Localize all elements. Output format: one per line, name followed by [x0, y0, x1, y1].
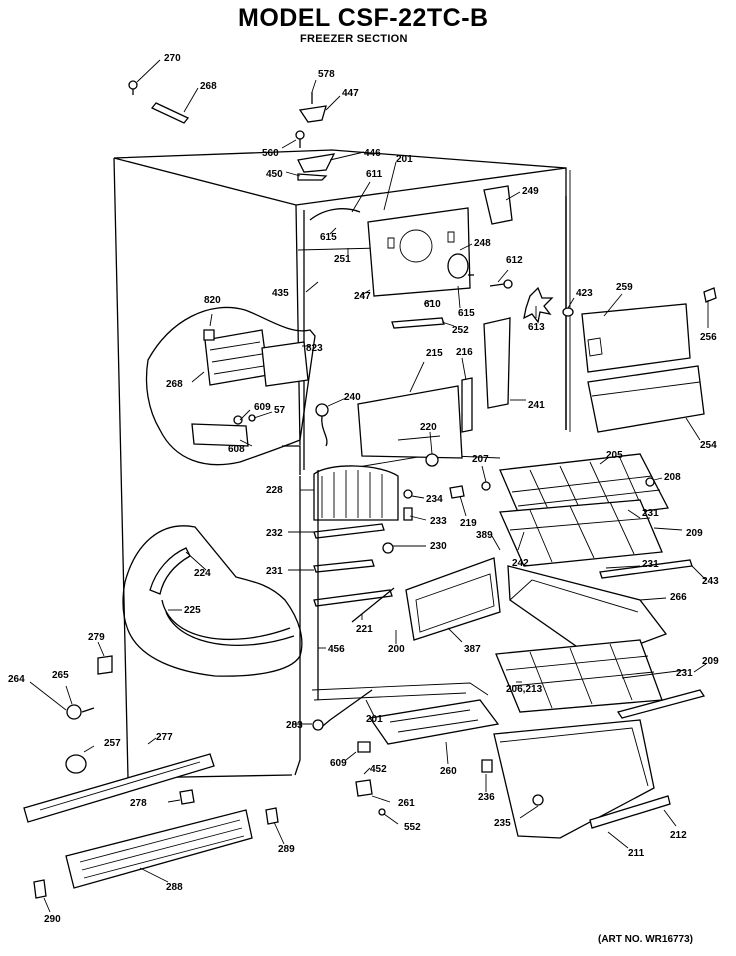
part-label: 279	[88, 632, 105, 643]
part-label: 247	[354, 291, 371, 302]
part-label: 288	[166, 882, 183, 893]
part-label: 220	[420, 422, 437, 433]
part-label: 205	[606, 450, 623, 461]
leader-lines	[29, 59, 709, 913]
part-label: 450	[266, 169, 283, 180]
part-label: 221	[356, 624, 373, 635]
part-label: 209	[702, 656, 719, 667]
part-label: 277	[156, 732, 173, 743]
part-label: 232	[266, 528, 283, 539]
cabinet-outline	[113, 149, 571, 779]
part-label: 243	[702, 576, 719, 587]
part-label: 57	[274, 405, 286, 416]
part-label: 270	[164, 53, 181, 64]
part-label: 201	[366, 714, 383, 725]
part-label: 206,213	[506, 684, 543, 695]
part-label: 452	[370, 764, 387, 775]
part-label: 289	[278, 844, 295, 855]
part-label: 446	[364, 148, 381, 159]
part-label: 266	[670, 592, 687, 603]
part-label: 231	[676, 668, 693, 679]
part-label: 456	[328, 644, 345, 655]
part-label: 290	[44, 914, 61, 925]
part-label: 387	[464, 644, 481, 655]
part-label: 613	[528, 322, 545, 333]
part-label: 201	[396, 154, 413, 165]
part-label: 283	[286, 720, 303, 731]
part-label: 609	[330, 758, 347, 769]
part-label: 265	[52, 670, 69, 681]
part-label: 389	[476, 530, 493, 541]
part-label: 268	[200, 81, 217, 92]
part-label: 230	[430, 541, 447, 552]
art-number: (ART NO. WR16773)	[598, 934, 694, 945]
part-label: 249	[522, 186, 539, 197]
part-label: 228	[266, 485, 283, 496]
part-label: 252	[452, 325, 469, 336]
part-label: 207	[472, 454, 489, 465]
part-label: 209	[686, 528, 703, 539]
part-label: 578	[318, 69, 335, 80]
section-subtitle: FREEZER SECTION	[300, 33, 408, 45]
part-label: 215	[426, 348, 443, 359]
control-assembly-callout	[145, 306, 316, 466]
drain-trough-callout	[122, 525, 303, 677]
part-label: 608	[228, 444, 245, 455]
part-number-labels: 270 268 578 447 560 446 450 611 201 249 615 251 248 6…	[8, 53, 719, 925]
part-label: 248	[474, 238, 491, 249]
part-label: 611	[366, 169, 383, 180]
part-label: 615	[458, 308, 475, 319]
part-label: 224	[194, 568, 211, 579]
part-label: 236	[478, 792, 495, 803]
part-label: 257	[104, 738, 121, 749]
part-label: 612	[506, 255, 523, 266]
part-label: 423	[576, 288, 593, 299]
part-label: 435	[272, 288, 289, 299]
part-label: 240	[344, 392, 361, 403]
part-label: 231	[642, 559, 659, 570]
part-label: 212	[670, 830, 687, 841]
part-label: 820	[204, 295, 221, 306]
part-label: 200	[388, 644, 405, 655]
part-label: 610	[424, 299, 441, 310]
part-label: 254	[700, 440, 717, 451]
part-label: 268	[166, 379, 183, 390]
part-label: 256	[700, 332, 717, 343]
part-label: 264	[8, 674, 25, 685]
part-label: 235	[494, 818, 511, 829]
part-label: 216	[456, 347, 473, 358]
model-title: MODEL CSF-22TC-B	[238, 4, 489, 32]
part-label: 278	[130, 798, 147, 809]
part-label: 233	[430, 516, 447, 527]
part-label: 447	[342, 88, 359, 99]
part-label: 552	[404, 822, 421, 833]
part-label: 241	[528, 400, 545, 411]
part-label: 208	[664, 472, 681, 483]
part-label: 560	[262, 148, 279, 159]
part-label: 225	[184, 605, 201, 616]
part-label: 261	[398, 798, 415, 809]
part-label: 211	[628, 848, 645, 859]
part-label: 615	[320, 232, 337, 243]
part-label: 609	[254, 402, 271, 413]
part-label: 823	[306, 343, 323, 354]
part-label: 242	[512, 558, 529, 569]
part-label: 251	[334, 254, 351, 265]
part-label: 260	[440, 766, 457, 777]
part-label: 231	[266, 566, 283, 577]
part-label: 219	[460, 518, 477, 529]
part-label: 231	[642, 508, 659, 519]
part-label: 259	[616, 282, 633, 293]
part-label: 234	[426, 494, 443, 505]
